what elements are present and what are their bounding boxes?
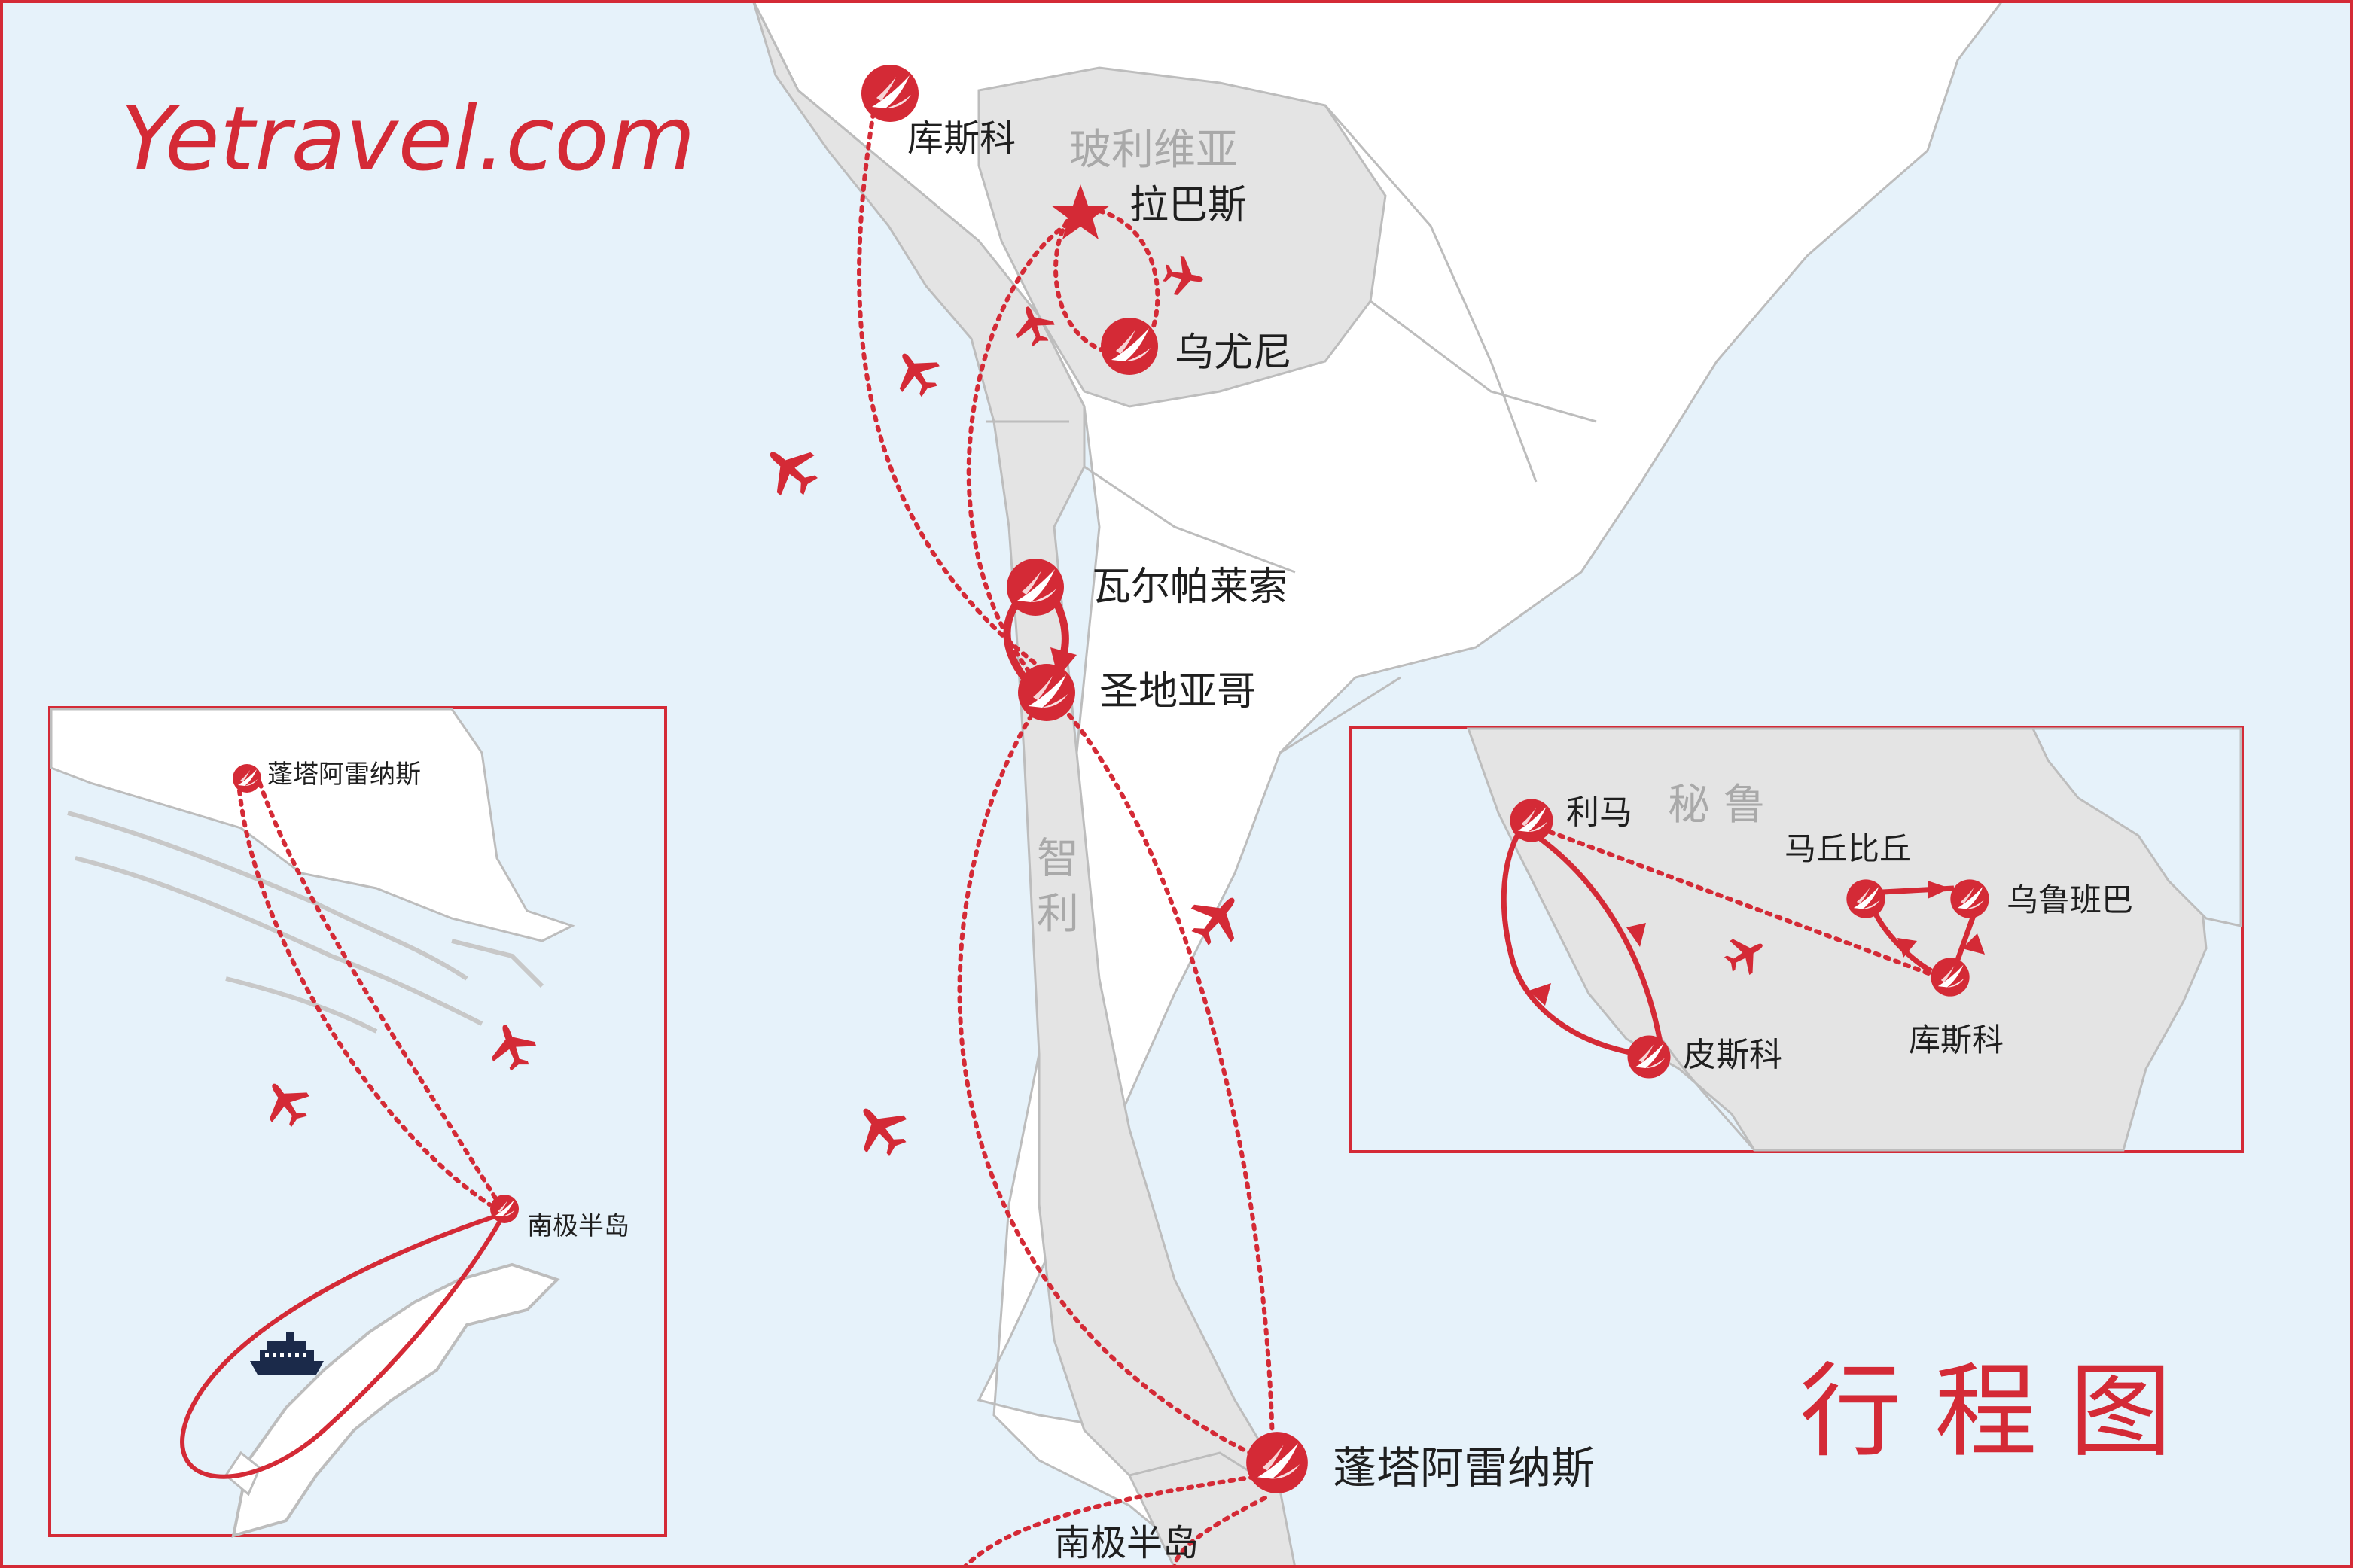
inset-p-label-pisco: 皮斯科 — [1683, 1036, 1782, 1074]
route-cusco-santiago — [857, 111, 1056, 680]
label-antarctic: 南极半岛 — [1054, 1522, 1199, 1564]
route-lapaz-uyuni — [1097, 209, 1160, 333]
route-puntaarenas-antarctic-b — [1172, 1496, 1267, 1568]
inset-a-route-1 — [258, 781, 499, 1203]
label-lapaz: 拉巴斯 — [1129, 183, 1247, 228]
label-valparaiso: 瓦尔帕莱索 — [1092, 565, 1288, 610]
city-marker-urubamba — [1950, 879, 1989, 918]
inset-p-label-lima: 利马 — [1566, 793, 1632, 832]
brand-logo: Yetravel.com — [120, 87, 696, 190]
country-label-peru: 秘 鲁 — [1668, 781, 1766, 830]
inset-a-cruise-loop — [180, 1209, 510, 1479]
route-puntaarenas-antarctic-a — [962, 1473, 1267, 1568]
inset-a-peninsula — [231, 1262, 560, 1538]
city-marker-pisco — [1627, 1035, 1671, 1079]
page-title: 行 程 图 — [1800, 1353, 2172, 1472]
city-marker-puntaarenas — [1246, 1432, 1308, 1493]
cruise-ship-icon — [250, 1332, 324, 1375]
inset-a-label-puntaarenas: 蓬塔阿雷纳斯 — [267, 760, 421, 790]
inset-a-islands — [67, 811, 544, 1034]
city-marker-valparaiso — [1007, 559, 1064, 616]
inset-p-arrow-2 — [1529, 983, 1551, 1006]
inset-p-label-urubamba: 乌鲁班巴 — [2007, 881, 2133, 918]
route-uyuni-lapaz — [1053, 216, 1117, 356]
city-marker-lima — [1510, 799, 1553, 842]
inset-a-label-antarctic: 南极半岛 — [527, 1211, 629, 1241]
inset-p-label-machupicchu: 马丘比丘 — [1785, 830, 1911, 867]
inset-a-land-tierra — [50, 708, 575, 942]
inset-antarctica: 蓬塔阿雷纳斯 南极半岛 — [48, 706, 667, 1538]
route-lapaz-santiago — [966, 216, 1079, 687]
city-marker-santiago — [1018, 664, 1075, 721]
country-label-bolivia: 玻利维亚 — [1069, 126, 1238, 175]
inset-p-route-lima-cusco — [1538, 826, 1945, 981]
land-bolivia — [977, 66, 1387, 408]
inset-p-arrow-5 — [1897, 938, 1917, 958]
inset-p-ocean-edge — [2031, 727, 2242, 927]
main-routes — [857, 111, 1275, 1568]
inset-a-route-2 — [237, 788, 492, 1207]
label-cusco: 库斯科 — [907, 117, 1016, 160]
city-marker-uyuni — [1101, 318, 1158, 375]
inset-p-label-cusco: 库斯科 — [1909, 1021, 2004, 1058]
inset-peru: 秘 鲁 利马 马丘比丘 乌鲁班巴 库斯科 皮斯科 — [1349, 726, 2244, 1153]
city-marker-inset-puntaarenas — [233, 764, 261, 793]
city-marker-inset-cusco — [1931, 958, 1970, 997]
label-santiago: 圣地亚哥 — [1099, 669, 1256, 714]
label-uyuni: 乌尤尼 — [1175, 330, 1292, 376]
country-borders — [986, 105, 1597, 754]
city-marker-machupicchu — [1846, 879, 1885, 918]
route-santiago-puntaarenas-east — [1067, 713, 1275, 1448]
country-label-chile: 智 利 — [1030, 836, 1079, 933]
inset-p-arrow-1 — [1626, 923, 1646, 947]
label-puntaarenas: 蓬塔阿雷纳斯 — [1333, 1442, 1595, 1493]
inset-p-arrow-4 — [1962, 933, 1985, 955]
city-marker-inset-antarctic — [490, 1195, 519, 1223]
city-marker-cusco — [861, 65, 919, 122]
inset-p-loop-lima-pisco — [1501, 833, 1663, 1057]
inset-p-arrow-3 — [1928, 881, 1950, 899]
route-santiago-puntaarenas-west — [957, 713, 1252, 1455]
capital-star-icon — [1051, 184, 1110, 239]
